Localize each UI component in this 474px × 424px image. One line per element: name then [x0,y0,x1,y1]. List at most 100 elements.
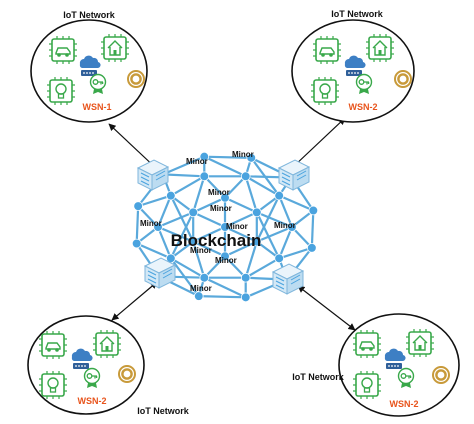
mesh-edge [192,175,206,213]
mesh-node [240,171,251,182]
mesh-node [252,236,262,247]
mesh-node [131,238,142,249]
mesh-node [220,251,230,262]
mesh-node [274,253,284,264]
coin-icon [431,365,451,385]
minor-label: Minor [190,284,212,293]
car-chip-icon [38,330,68,360]
iot-network-1: IoT Network WSN-1 [30,10,148,123]
mesh-node [274,190,284,201]
mesh-edge [245,257,280,279]
car-chip-icon [312,35,342,65]
mesh-node [252,207,262,218]
car-chip-icon [352,329,382,359]
minor-label: Minor [226,222,248,231]
link-arrow-wsn2-right [297,285,356,331]
mesh-edge [203,175,226,199]
mesh-node [220,192,230,203]
network-title: IoT Network [292,372,344,382]
mesh-edge [170,175,205,197]
house-chip-icon [365,33,395,63]
house-chip-icon [100,33,130,63]
minor-label: Minor [190,246,212,255]
mesh-edge [169,211,195,259]
mesh-edge [224,240,258,258]
mesh-edge [157,211,194,229]
mesh-edge [170,257,205,279]
mesh-edge [255,195,281,243]
minor-label: Minor [140,219,162,228]
mesh-node [246,153,257,163]
mesh-edge [203,155,247,178]
mesh-edge [245,175,280,197]
mesh-node [153,222,163,232]
minor-label: Minor [232,150,254,159]
mesh-edge [137,205,159,228]
mesh-edge [278,246,313,260]
bulb-chip-icon [38,370,68,400]
mesh-edge [278,194,314,212]
mesh-edge [224,226,258,243]
mesh-edge [192,211,226,228]
mesh-edge [137,194,172,208]
mesh-node [240,292,251,303]
mesh-edge [157,195,172,228]
mesh-node [307,243,317,253]
iot-network-3: WSN-2 IoT Network [27,315,190,416]
mesh-edge [162,155,205,176]
mesh-edge [162,173,205,178]
miner-server-icon [137,159,169,191]
mesh-node [166,190,176,201]
mesh-edge [278,226,293,259]
mesh-node [188,207,198,218]
wsn-label: WSN-1 [83,102,112,112]
house-chip-icon [405,328,435,358]
mesh-edge [291,226,313,249]
mesh-edge [224,211,258,228]
coin-icon [117,364,137,384]
mesh-edge [256,211,293,229]
minor-label: Minor [210,204,232,213]
wsn-label: WSN-2 [390,399,419,409]
mesh-edge [224,196,258,214]
house-chip-icon [92,329,122,359]
mesh-edge [244,241,258,279]
mesh-edge [203,276,247,299]
mesh-edge [157,225,194,243]
mesh-node [308,205,319,216]
mesh-edge [224,255,247,279]
mesh-edge [204,155,252,159]
minor-label: Minor [208,188,230,197]
miner-server-icon [272,263,304,295]
mesh-edge [255,211,281,259]
mesh-edge [244,175,258,213]
mesh-node [199,272,210,283]
iot-network-4: WSN-2 IoT Network [292,313,460,417]
mesh-edge [198,295,246,299]
mesh-edge [136,242,172,260]
car-chip-icon [48,35,78,65]
wsn-label: WSN-2 [78,396,107,406]
mesh-node [133,201,143,211]
bulb-chip-icon [352,370,382,400]
mesh-edge [192,241,206,279]
minor-label: Minor [215,256,237,265]
link-arrow-wsn2-top [292,117,346,168]
blockchain-title: Blockchain [171,231,262,250]
mesh-edge [192,240,226,258]
bulb-chip-icon [46,76,76,106]
wsn-label: WSN-2 [349,102,378,112]
mesh-edge [278,195,293,228]
mesh-edge [135,206,140,244]
mesh-node [193,291,204,301]
network-title: IoT Network [331,9,383,19]
coin-icon [393,69,413,89]
minor-label: Minor [186,157,208,166]
mesh-node [199,151,210,162]
mesh-edge [203,255,226,279]
mesh-edge [224,175,247,199]
mesh-node [199,171,210,182]
network-title: IoT Network [137,406,189,416]
mesh-node [220,222,230,232]
